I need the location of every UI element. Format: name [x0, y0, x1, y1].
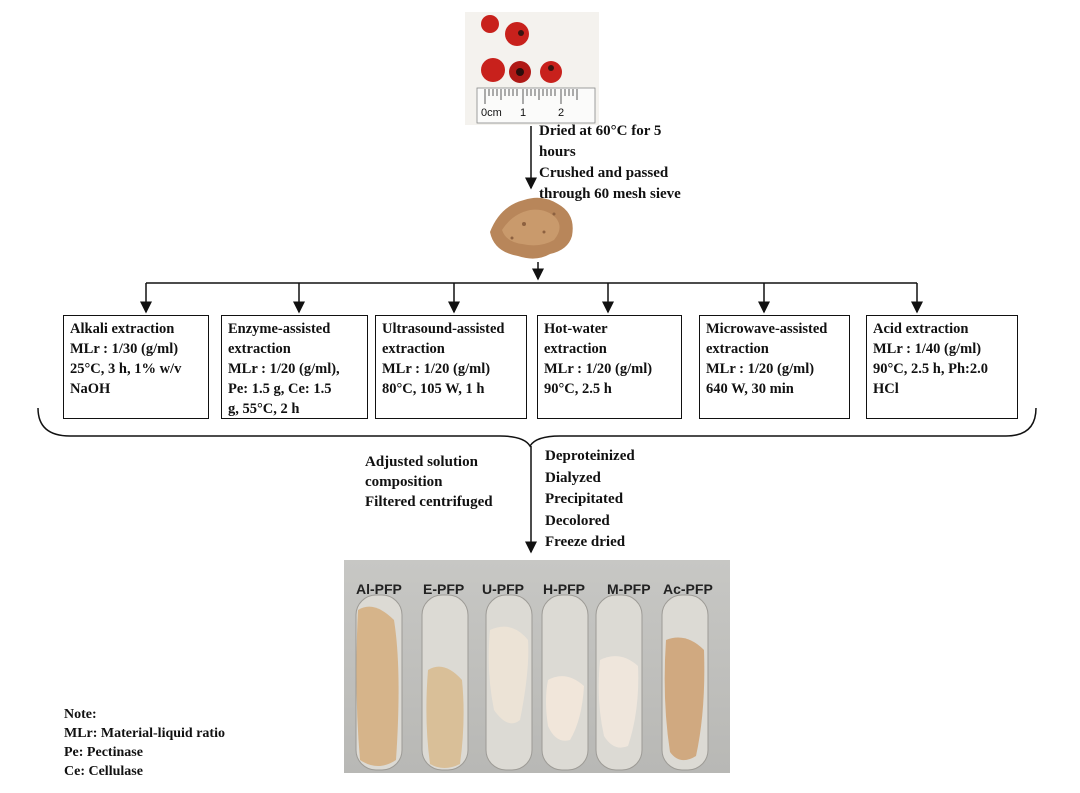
method-conditions: MLr : 1/20 (g/ml) 80°C, 105 W, 1 h	[382, 361, 491, 397]
tube-label-e-pfp: E-PFP	[423, 581, 465, 597]
method-box-alkali: Alkali extraction MLr : 1/30 (g/ml) 25°C…	[63, 315, 209, 419]
method-box-ultrasound: Ultrasound-assisted extraction MLr : 1/2…	[375, 315, 527, 419]
method-conditions: MLr : 1/20 (g/ml) 90°C, 2.5 h	[544, 361, 653, 397]
berry	[505, 22, 529, 46]
berry	[481, 58, 505, 82]
method-conditions: MLr : 1/40 (g/ml) 90°C, 2.5 h, Ph:2.0 HC…	[873, 341, 988, 397]
fruit-photo: 0cm 1 2	[465, 12, 599, 125]
merge-brace	[37, 407, 1037, 448]
ruler-mark-1: 1	[520, 107, 527, 119]
method-conditions: MLr : 1/20 (g/ml) 640 W, 30 min	[706, 361, 815, 397]
method-box-enzyme: Enzyme-assisted extraction MLr : 1/20 (g…	[221, 315, 368, 419]
abbreviation-note: Note: MLr: Material-liquid ratio Pe: Pec…	[64, 707, 225, 779]
method-title: Ultrasound-assisted extraction	[382, 321, 505, 357]
step-post-treatment-right: Deproteinized Dialyzed Precipitated Deco…	[545, 448, 635, 550]
powder-pile	[490, 197, 573, 259]
tube-label-al-pfp: Al-PFP	[356, 581, 402, 597]
tube-label-h-pfp: H-PFP	[543, 581, 585, 597]
berry	[540, 61, 562, 83]
tubes-photo: Al-PFP E-PFP U-PFP H-PFP M-PFP Ac-PFP	[344, 560, 730, 773]
tube-label-m-pfp: M-PFP	[607, 581, 651, 597]
method-conditions: MLr : 1/30 (g/ml) 25°C, 3 h, 1% w/v NaOH	[70, 341, 182, 397]
method-title: Acid extraction	[873, 321, 969, 337]
berry	[481, 15, 499, 33]
sample-e-pfp	[426, 666, 464, 768]
method-title: Hot-water extraction	[544, 321, 608, 357]
sample-ac-pfp	[664, 637, 705, 761]
fruit-illustration	[476, 15, 596, 124]
sample-u-pfp	[488, 626, 529, 724]
method-box-acid: Acid extraction MLr : 1/40 (g/ml) 90°C, …	[866, 315, 1018, 419]
sample-al-pfp	[356, 606, 399, 766]
tube-label-ac-pfp: Ac-PFP	[663, 581, 713, 597]
step-post-treatment-left: Adjusted solution composition Filtered c…	[365, 454, 493, 510]
method-box-microwave: Microwave-assisted extraction MLr : 1/20…	[699, 315, 850, 419]
sample-m-pfp	[598, 656, 639, 748]
tube-label-u-pfp: U-PFP	[482, 581, 524, 597]
method-title: Microwave-assisted extraction	[706, 321, 828, 357]
ruler-unit-label: 0cm	[481, 107, 502, 119]
step-drying-crushing: Dried at 60°C for 5 hours Crushed and pa…	[539, 123, 681, 202]
method-title: Alkali extraction	[70, 321, 175, 337]
method-conditions: MLr : 1/20 (g/ml), Pe: 1.5 g, Ce: 1.5 g,…	[228, 361, 340, 417]
ruler-mark-2: 2	[558, 107, 565, 119]
sample-h-pfp	[546, 676, 584, 741]
method-title: Enzyme-assisted extraction	[228, 321, 331, 357]
method-box-hot-water: Hot-water extraction MLr : 1/20 (g/ml) 9…	[537, 315, 682, 419]
tubes-illustration	[355, 594, 709, 771]
